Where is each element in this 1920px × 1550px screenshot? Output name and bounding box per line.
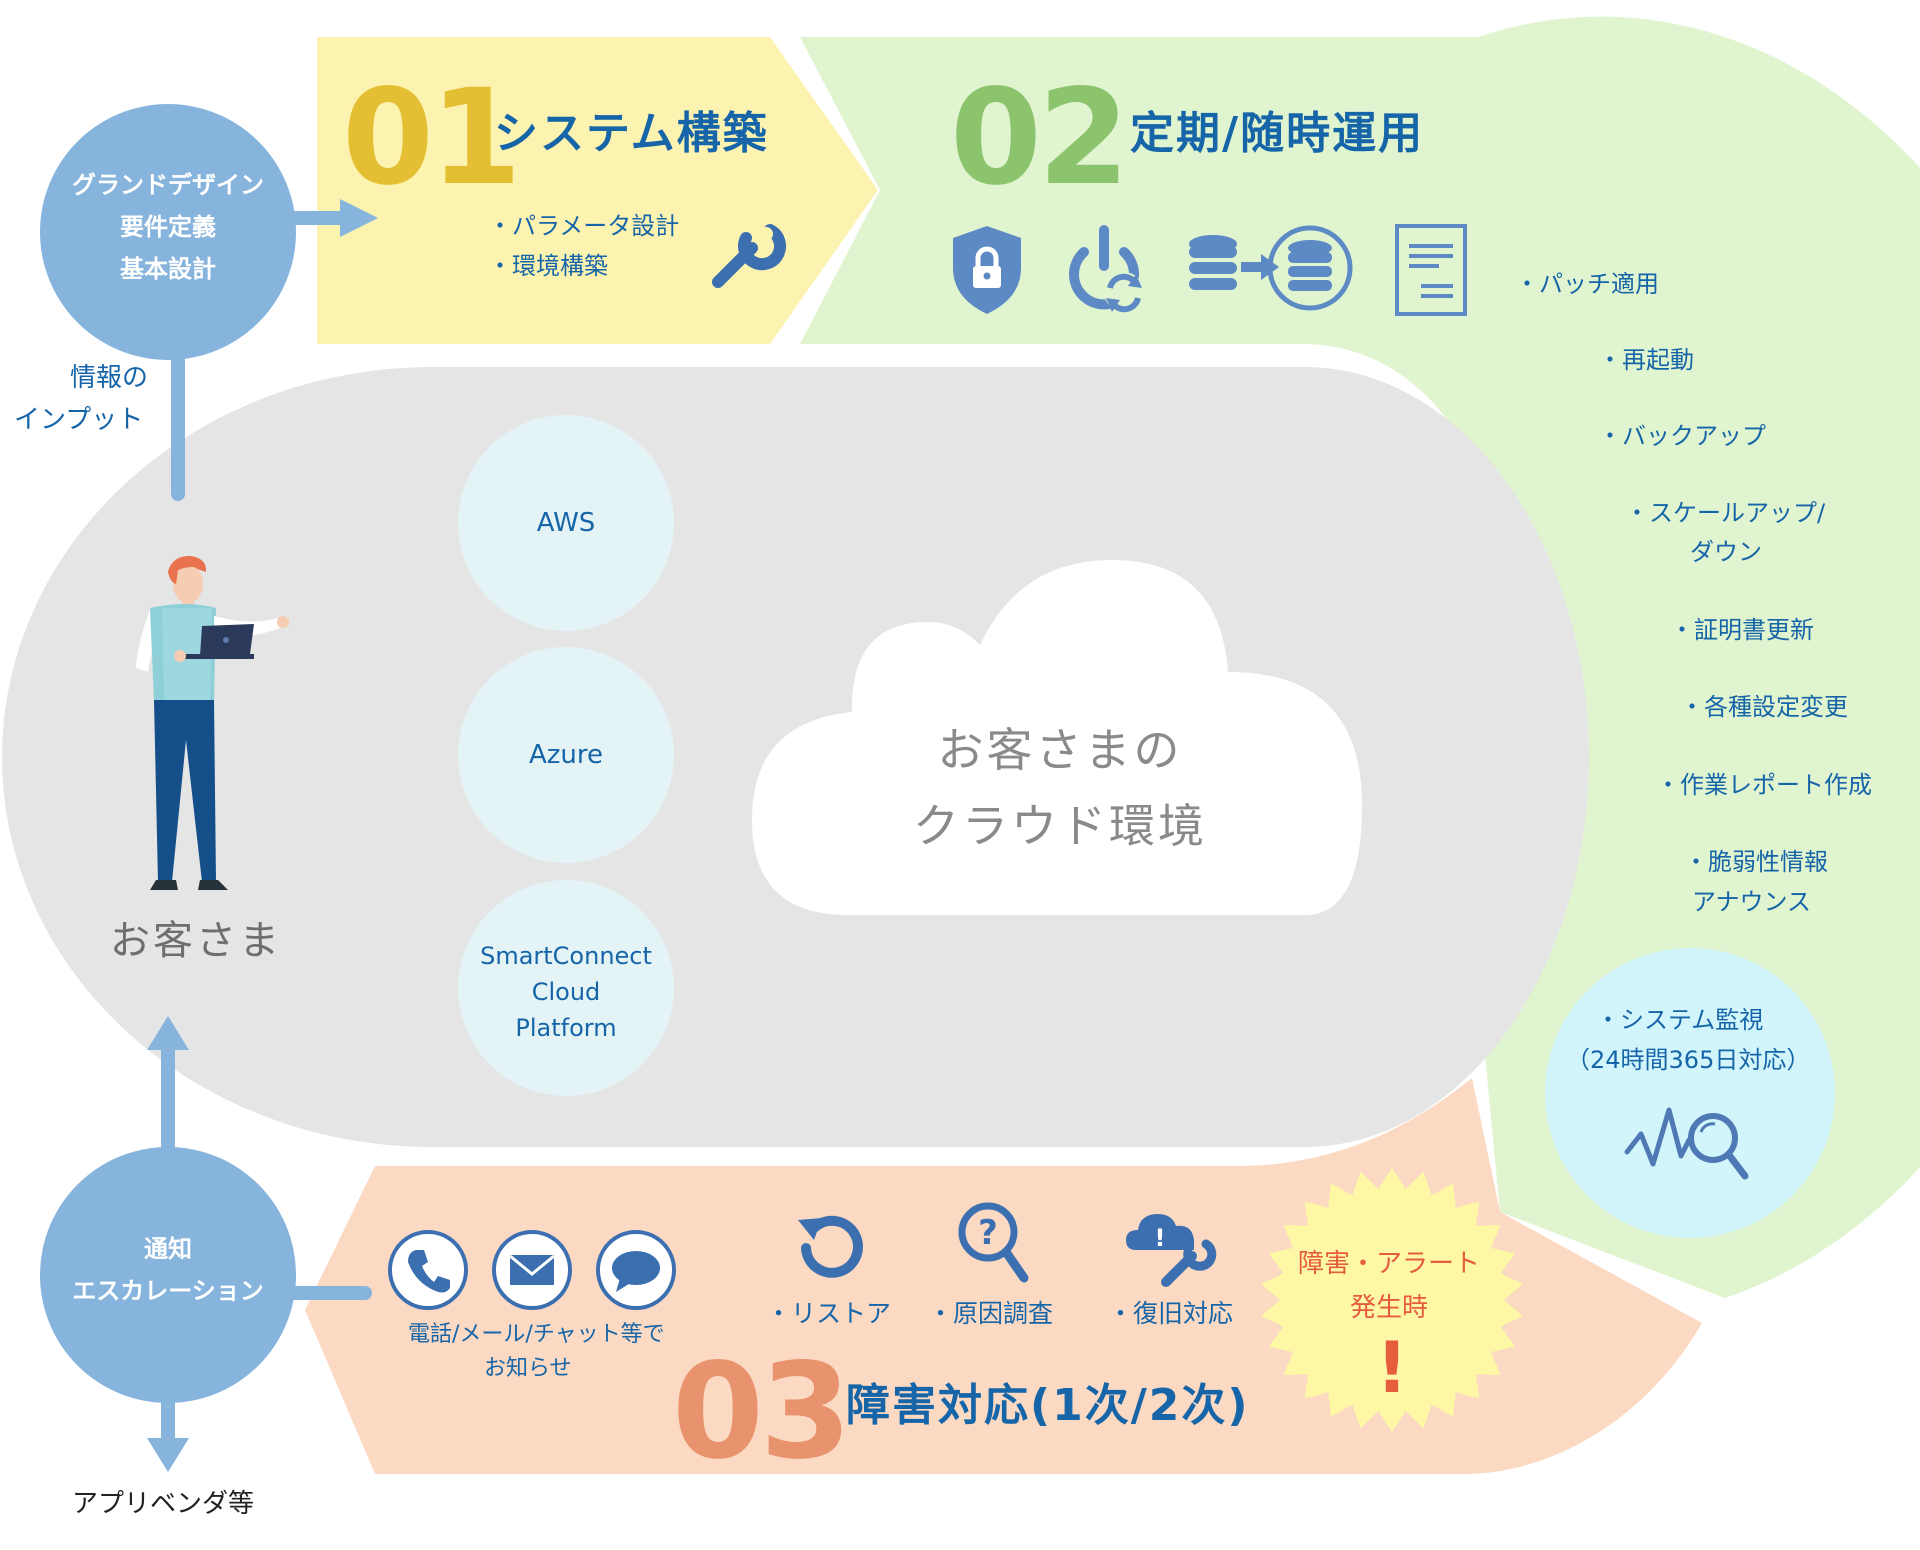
notify-label-escalation: エスカレーション (72, 1277, 264, 1305)
stage03-item-recover: ・復旧対応 (1108, 1299, 1234, 1328)
monitoring-circle (1545, 948, 1835, 1238)
platform-aws: AWS (458, 505, 674, 541)
customer-label: お客さま (110, 918, 282, 964)
platform-scp-line1: SmartConnect (480, 942, 652, 970)
stage03-item-restore: ・リストア (766, 1299, 892, 1328)
design-label-requirement: 要件定義 (120, 213, 216, 241)
notify-circle (40, 1147, 296, 1403)
stage03-item-investigate: ・原因調査 (928, 1299, 1054, 1328)
input-label-line1: 情報の (70, 363, 149, 393)
phone-icon (388, 1230, 468, 1310)
stage02-item-scale: ・スケールアップ/ (1625, 499, 1826, 527)
design-circle-label: グランドデザイン 要件定義 基本設計 (40, 164, 296, 290)
platform-aws-label: AWS (536, 508, 596, 538)
platform-circle-scp (458, 880, 674, 1096)
notify-methods-line2: お知らせ (484, 1356, 572, 1381)
stage01-item-parameter: ・パラメータ設計 (488, 212, 680, 240)
monitoring-title: ・システム監視 (1596, 1006, 1764, 1034)
platform-smartconnect: SmartConnect Cloud Platform (458, 938, 674, 1046)
stage02-item-reboot: ・再起動 (1598, 346, 1694, 374)
stage02-item-backup: ・バックアップ (1598, 422, 1766, 450)
chat-icon (596, 1230, 676, 1310)
notify-methods-line1: 電話/メール/チャット等で (408, 1322, 665, 1347)
cloud-repair-icon: ! (1126, 1214, 1217, 1287)
stage01-number: 01 (342, 61, 522, 215)
stage03-title: 障害対応(1次/2次) (846, 1380, 1250, 1431)
wrench-icon (712, 224, 787, 288)
cloud-label: お客さまの クラウド環境 (820, 712, 1300, 864)
alert-label-line2: 発生時 (1350, 1293, 1429, 1323)
alert-exclamation-icon: ! (1376, 1327, 1408, 1409)
platform-circle-aws (458, 415, 674, 631)
alert-label-line1: 障害・アラート (1298, 1249, 1481, 1279)
stage02-item-report: ・作業レポート作成 (1656, 771, 1872, 799)
down-arrow-head (147, 1438, 189, 1472)
notify-label-notice: 通知 (144, 1235, 192, 1263)
stage02-item-certificate: ・証明書更新 (1670, 616, 1814, 644)
stage02-item-vulnerability: ・脆弱性情報 (1684, 848, 1828, 876)
svg-text:?: ? (978, 1213, 998, 1253)
svg-text:!: ! (1155, 1224, 1166, 1252)
shield-lock-icon (953, 226, 1021, 314)
cloud-label-line2: クラウド環境 (913, 799, 1207, 853)
stage01-title: システム構築 (494, 108, 769, 159)
input-label-line2: インプット (14, 405, 144, 435)
stage02-title: 定期/随時運用 (1130, 108, 1425, 159)
stage02-item-announce: アナウンス (1692, 888, 1812, 916)
monitoring-subtitle: （24時間365日対応） (1566, 1046, 1811, 1074)
notify-circle-label: 通知 エスカレーション (40, 1228, 296, 1312)
monitoring-pulse-magnifier-icon (1624, 1107, 1749, 1180)
platform-scp-line3: Platform (515, 1014, 617, 1042)
design-label-grand: グランドデザイン (72, 171, 264, 199)
platform-circle-azure (458, 647, 674, 863)
stage02-number: 02 (950, 61, 1130, 215)
stage03-number: 03 (672, 1335, 852, 1489)
stage02-item-scale-down: ダウン (1690, 538, 1762, 566)
mail-icon (492, 1230, 572, 1310)
vendor-label: アプリベンダ等 (72, 1489, 255, 1519)
design-label-basic: 基本設計 (120, 255, 216, 283)
investigate-icon: ? (958, 1202, 1029, 1283)
alert-starburst (1261, 1168, 1523, 1432)
platform-scp-line2: Cloud (531, 978, 601, 1006)
design-arrow-head (340, 199, 378, 237)
customer-person-illustration (136, 556, 289, 890)
cloud-label-line1: お客さまの (937, 723, 1183, 777)
power-refresh-icon (1069, 225, 1144, 313)
stage02-item-patch: ・パッチ適用 (1515, 270, 1659, 298)
restore-icon (798, 1215, 863, 1278)
up-arrow-head (147, 1016, 189, 1050)
stage02-item-settings: ・各種設定変更 (1680, 693, 1848, 721)
stage01-item-environment: ・環境構築 (488, 252, 608, 280)
platform-azure: Azure (458, 737, 674, 773)
database-migrate-icon (1189, 225, 1353, 311)
design-circle (40, 104, 296, 360)
platform-azure-label: Azure (528, 740, 604, 770)
cloud-shape (752, 560, 1362, 915)
document-icon (1395, 224, 1467, 316)
